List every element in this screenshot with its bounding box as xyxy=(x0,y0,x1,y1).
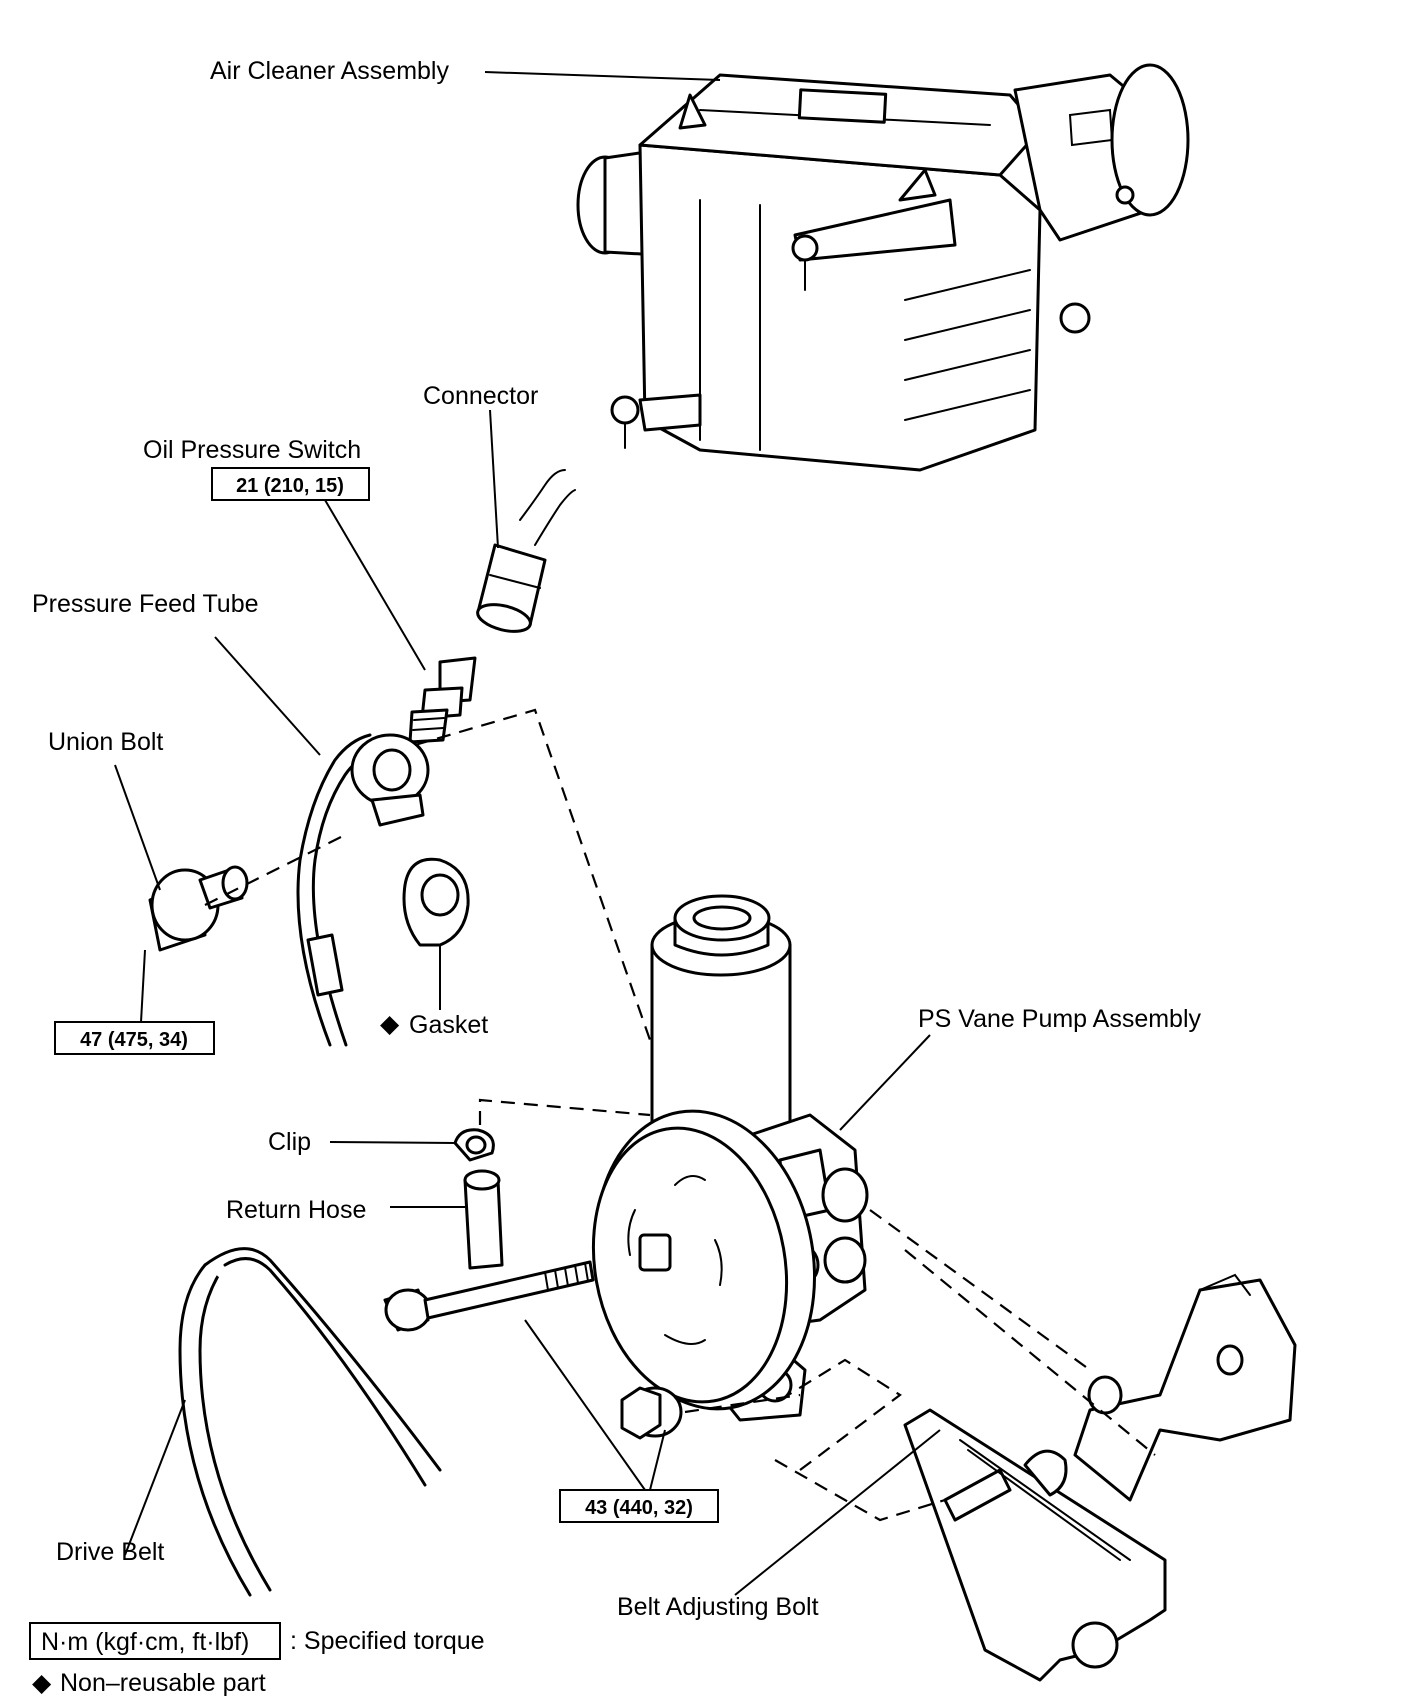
air-cleaner-assembly-drawing xyxy=(576,63,1190,472)
label-union-bolt: Union Bolt xyxy=(48,728,163,756)
label-belt-adjusting-bolt: Belt Adjusting Bolt xyxy=(617,1593,819,1621)
torque-pump-bolts: 43 (440, 32) xyxy=(585,1497,693,1519)
long-bolt-drawing xyxy=(383,1260,595,1332)
pressure-feed-tube-drawing xyxy=(296,733,430,1047)
legend-torque-unit: N·m (kgf·cm, ft·lbf) xyxy=(41,1628,249,1656)
union-bolt-drawing xyxy=(148,865,249,952)
label-gasket-marker: ◆ xyxy=(380,1010,400,1038)
label-gasket: Gasket xyxy=(409,1011,488,1039)
torque-union-bolt: 47 (475, 34) xyxy=(80,1029,188,1051)
ps-vane-pump-drawing xyxy=(591,894,869,1422)
legend-nonreusable-desc: Non–reusable part xyxy=(60,1669,266,1697)
label-connector: Connector xyxy=(423,382,538,410)
oil-pressure-switch-drawing xyxy=(408,656,477,744)
legend-torque-desc: : Specified torque xyxy=(290,1627,485,1655)
torque-box-oil-switch: 21 (210, 15) xyxy=(211,467,370,501)
leader-lines xyxy=(114,71,941,1596)
label-clip: Clip xyxy=(268,1128,311,1156)
label-oil-pressure-switch: Oil Pressure Switch xyxy=(143,436,361,464)
torque-oil-switch: 21 (210, 15) xyxy=(236,475,344,497)
pump-nut-drawing xyxy=(620,1386,683,1440)
label-air-cleaner: Air Cleaner Assembly xyxy=(210,57,449,85)
torque-box-pump-bolts: 43 (440, 32) xyxy=(559,1489,719,1523)
legend-nonreusable-symbol: ◆ xyxy=(32,1669,52,1697)
bracket-drawing xyxy=(903,1273,1297,1682)
torque-box-union-bolt: 47 (475, 34) xyxy=(54,1021,215,1055)
legend: N·m (kgf·cm, ft·lbf) : Specified torque … xyxy=(29,1622,485,1697)
clip-drawing xyxy=(453,1128,495,1162)
label-ps-vane-pump: PS Vane Pump Assembly xyxy=(918,1005,1202,1033)
return-hose-drawing xyxy=(463,1169,504,1270)
label-pressure-feed-tube: Pressure Feed Tube xyxy=(32,590,259,618)
label-return-hose: Return Hose xyxy=(226,1196,366,1224)
label-drive-belt: Drive Belt xyxy=(56,1538,164,1566)
gasket-drawing xyxy=(402,857,470,947)
drive-belt-drawing xyxy=(178,1247,442,1597)
connector-drawing xyxy=(476,469,576,633)
alignment-dashed-lines xyxy=(204,708,1156,1522)
